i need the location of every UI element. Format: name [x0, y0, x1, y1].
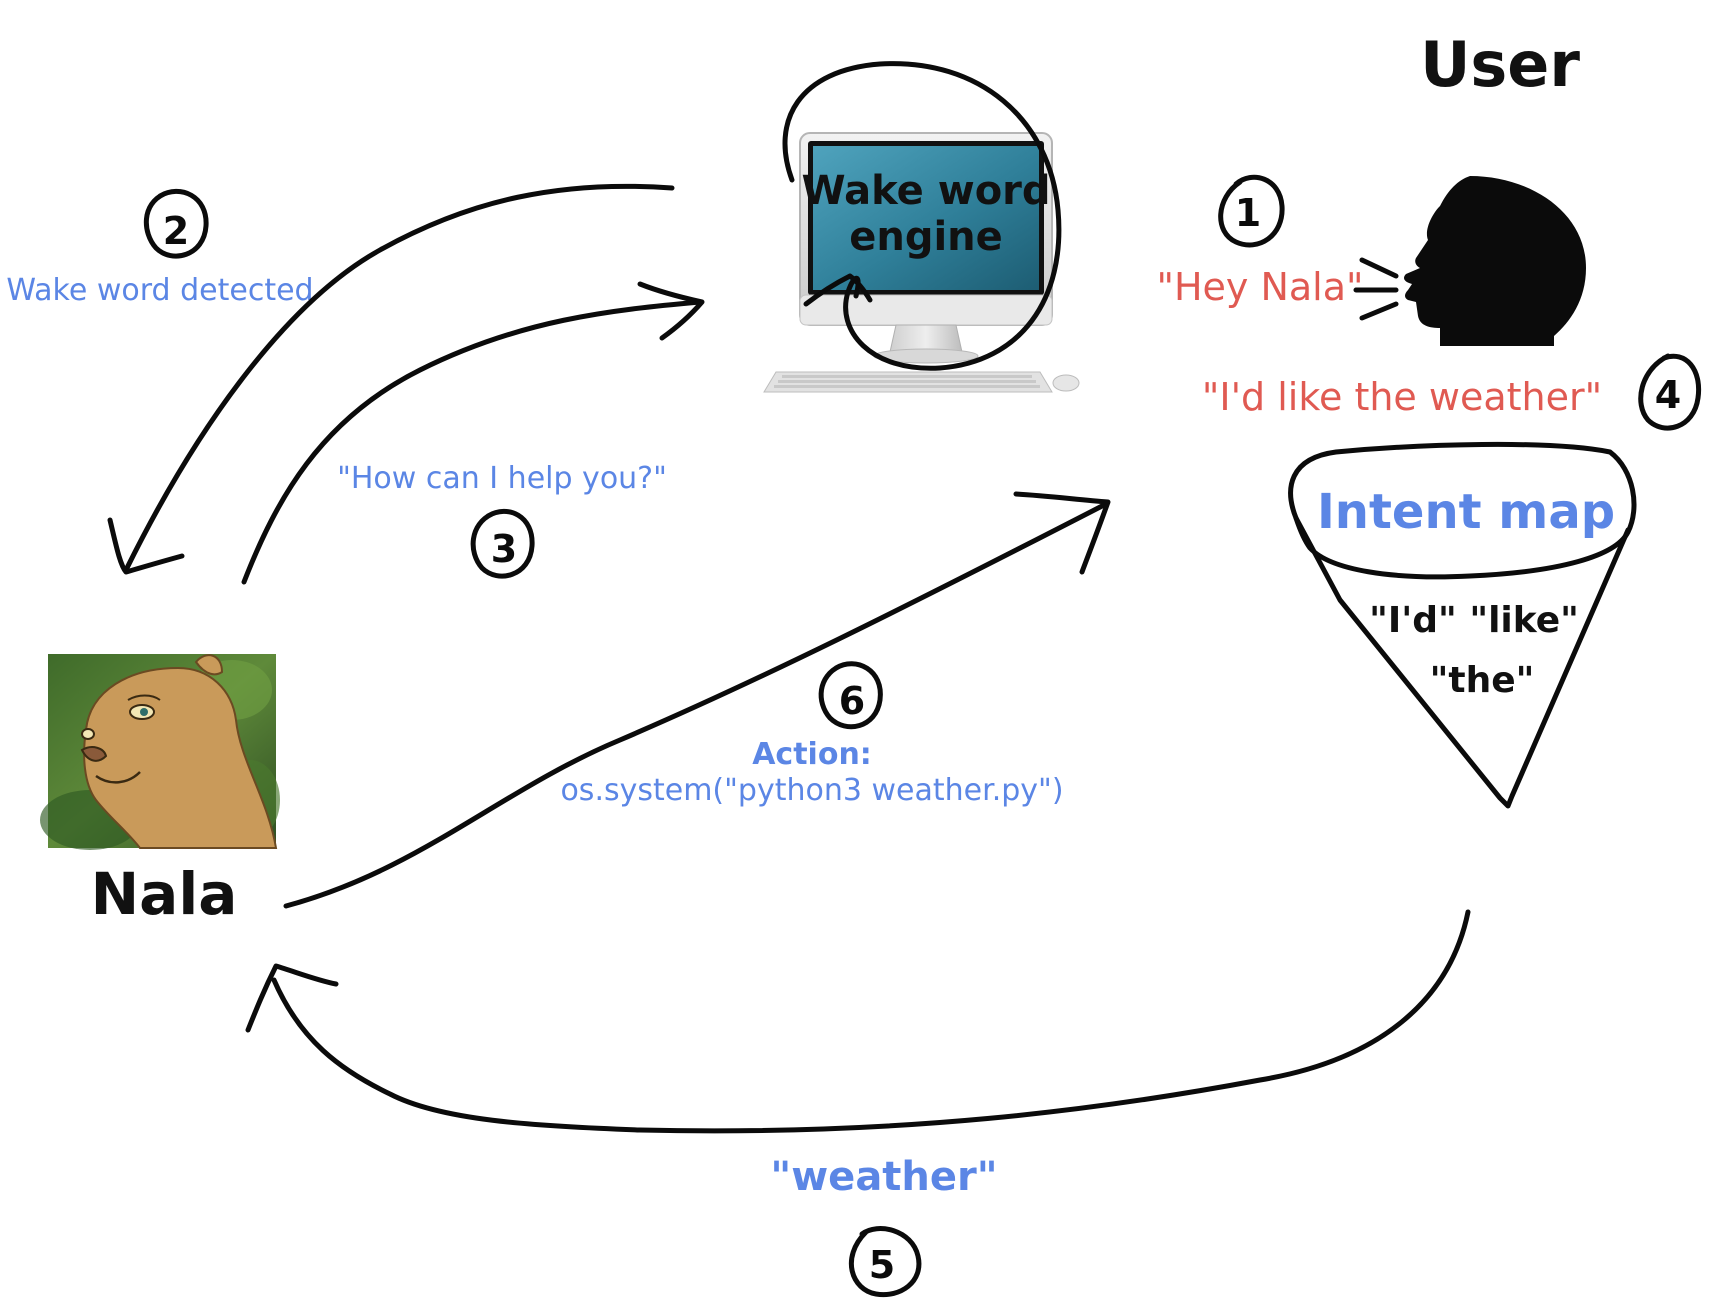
svg-text:1: 1 — [1235, 191, 1261, 235]
loop-arrowhead — [803, 273, 873, 307]
step-4-badge: 4 — [1638, 353, 1702, 431]
arrowhead-nala-to-engine — [637, 281, 705, 341]
intent-map-label: Intent map — [1317, 484, 1615, 540]
arrow-nala-to-action — [283, 501, 1109, 909]
arrowhead-intent-to-nala — [245, 963, 339, 1033]
arrow-nala-to-engine — [241, 299, 703, 585]
step-4-text: "I'd like the weather" — [1202, 375, 1602, 419]
step-2-text: Wake word detected — [6, 273, 313, 308]
step-5-badge: 5 — [848, 1226, 922, 1298]
intent-filter-words-line2: "the" — [1430, 660, 1535, 701]
engine-listening-loop — [782, 61, 1062, 371]
nala-label: Nala — [91, 860, 238, 928]
wake-word-engine-label-line1: Wake word — [801, 168, 1050, 214]
svg-text:6: 6 — [839, 679, 865, 723]
step-6-text-line2: os.system("python3 weather.py") — [560, 773, 1063, 808]
step-5-text: "weather" — [770, 1154, 997, 1200]
step-6-text-line1: Action: — [752, 737, 872, 772]
step-3-badge: 3 — [470, 509, 535, 579]
arrow-engine-to-nala — [123, 183, 675, 573]
intent-filter-words-line1: "I'd" "like" — [1369, 600, 1579, 641]
step-3-text: "How can I help you?" — [337, 461, 667, 496]
intent-map-funnel — [1288, 441, 1637, 809]
arrowhead-engine-to-nala — [107, 517, 185, 575]
step-2-badge: 2 — [143, 189, 209, 259]
user-title: User — [1420, 28, 1580, 101]
svg-text:3: 3 — [491, 527, 517, 571]
arrow-intent-to-nala — [271, 909, 1471, 1134]
step-6-badge: 6 — [818, 661, 883, 730]
desktop-computer-icon — [763, 132, 1080, 393]
svg-text:2: 2 — [163, 209, 189, 253]
keyboard — [763, 371, 1053, 393]
svg-text:5: 5 — [869, 1243, 895, 1287]
svg-text:4: 4 — [1655, 373, 1681, 417]
arrowhead-nala-to-action — [1013, 491, 1111, 575]
lioness-portrait-image — [40, 654, 280, 850]
speaking-head-icon — [1353, 176, 1586, 346]
mouse — [1052, 374, 1080, 392]
step-1-badge: 1 — [1218, 174, 1285, 248]
wake-word-engine-label-line2: engine — [849, 214, 1003, 260]
step-1-text: "Hey Nala" — [1156, 265, 1363, 309]
